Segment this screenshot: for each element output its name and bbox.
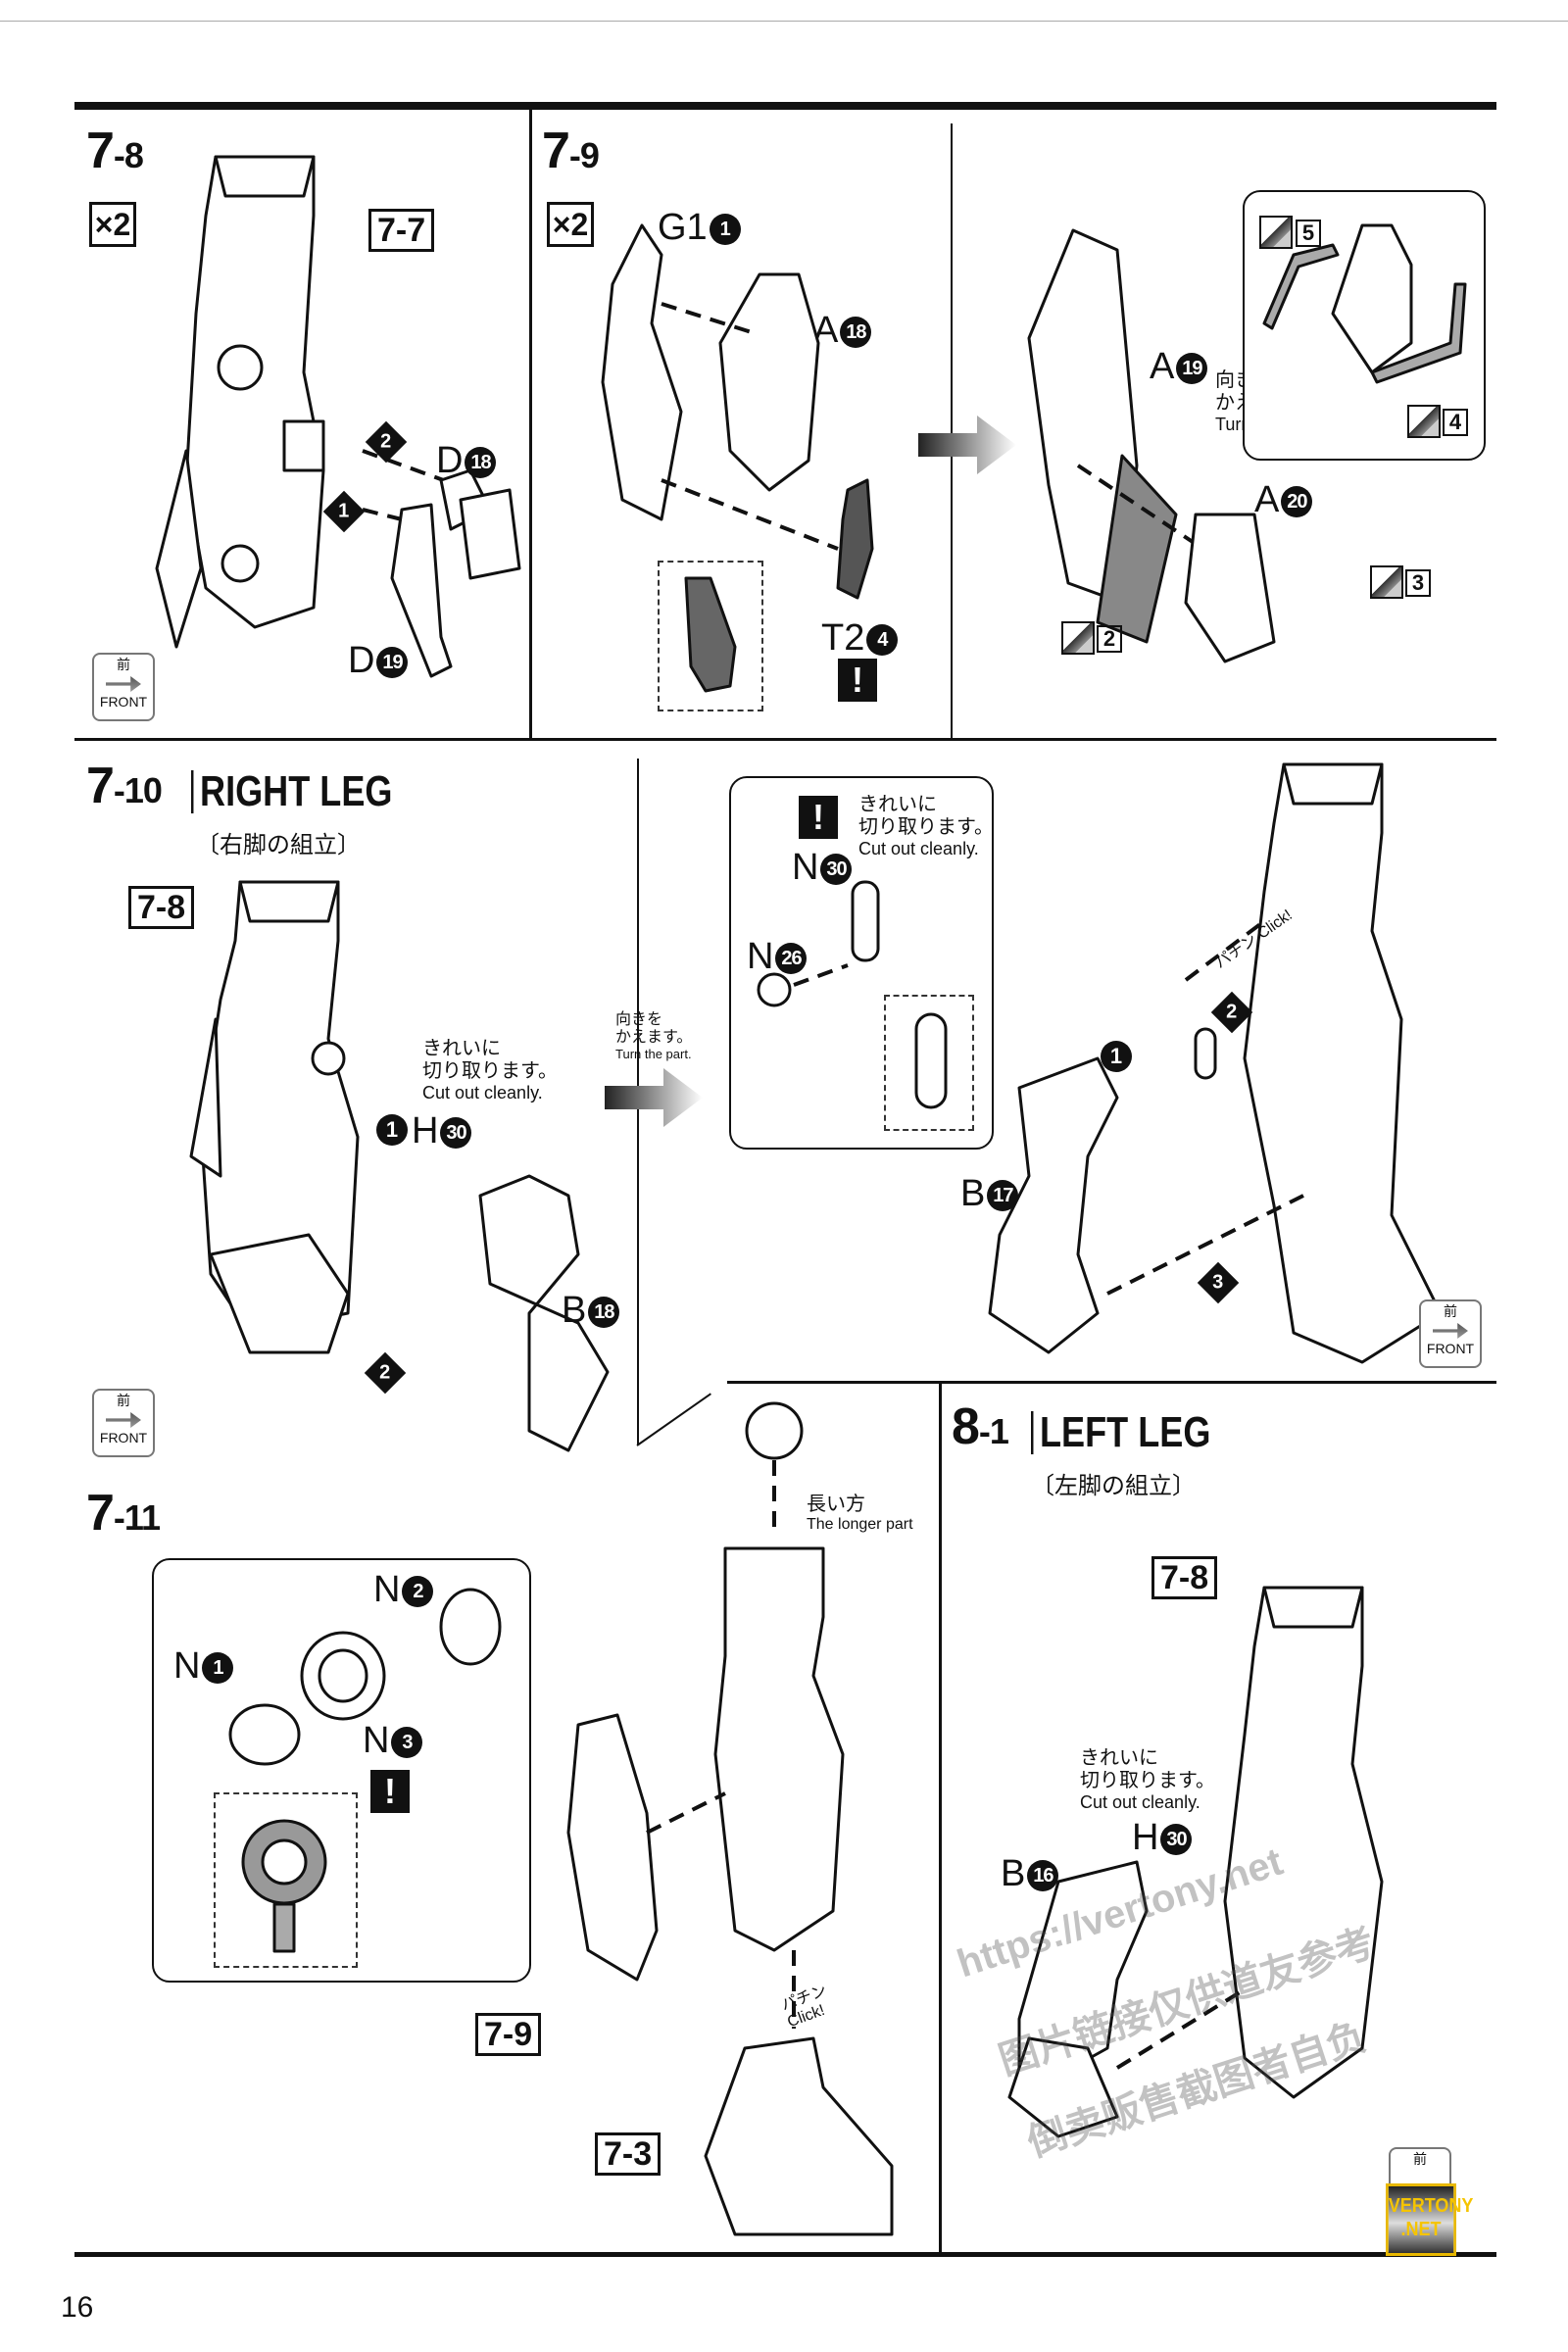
ref-box-7-7: 7-7 — [368, 209, 435, 252]
armor-parts-drawing — [601, 223, 874, 600]
divider — [74, 738, 1496, 741]
step-7-10-title: 7-10 — [86, 758, 163, 814]
detail-box — [658, 561, 763, 711]
right-leg-subtitle: 〔右脚の組立〕 — [196, 832, 361, 858]
detail-box — [214, 1792, 358, 1968]
divider — [939, 1382, 942, 2255]
sticker-icon — [1061, 621, 1095, 655]
left-leg-title: LEFT LEG — [1031, 1411, 1210, 1454]
next-step-arrow-icon — [918, 416, 1016, 474]
sticker-3: 3 — [1405, 569, 1431, 597]
leg-full-assembly-drawing — [566, 1401, 894, 2236]
leg-assembly-drawing — [155, 155, 325, 649]
header-bar — [74, 102, 1496, 110]
right-leg-drawing — [189, 880, 360, 1354]
warning-icon: ! — [370, 1770, 410, 1813]
order-2: 2 — [365, 420, 408, 464]
right-leg-title: RIGHT LEG — [191, 770, 392, 813]
vertony-logo: VERTONY.NET — [1386, 2183, 1473, 2256]
step-7-9-title: 7-9 — [542, 122, 600, 179]
hinge-detail-inset — [729, 776, 994, 1150]
sticker-icon — [1370, 565, 1403, 599]
divider — [951, 123, 953, 739]
top-rule — [0, 21, 1568, 22]
front-arrow-icon — [106, 1412, 141, 1428]
page-number: 16 — [61, 2291, 94, 2324]
t2-detail-drawing — [684, 576, 737, 693]
sticker-icon — [1407, 405, 1441, 438]
cut-note: きれいに切り取ります。Cut out cleanly. — [422, 1038, 558, 1102]
ref-box-7-8: 7-8 — [128, 886, 195, 929]
parts-d-drawing — [362, 449, 521, 678]
turn-note: 向きをかえます。Turn the part. — [615, 1011, 693, 1061]
sticker-placement-drawing — [1262, 223, 1467, 384]
left-leg-drawing — [1007, 1586, 1384, 2138]
armor-assembly-drawing — [1027, 228, 1276, 663]
left-leg-subtitle: 〔左脚の組立〕 — [1031, 1473, 1196, 1499]
front-arrow-icon — [1433, 1323, 1468, 1339]
sticker-icon — [1259, 216, 1293, 249]
hinge-detail-drawing — [914, 1012, 948, 1109]
warning-icon: ! — [799, 796, 838, 839]
footer-bar — [74, 2252, 1496, 2257]
part-b18-drawing — [478, 1174, 610, 1452]
step-7-8-title: 7-8 — [86, 122, 144, 179]
right-leg-assembly-drawing — [988, 762, 1443, 1364]
detail-box — [884, 995, 974, 1131]
next-step-arrow-icon — [605, 1068, 703, 1127]
front-indicator: 前 — [1389, 2147, 1451, 2216]
divider — [727, 1381, 1496, 1384]
order-1: 1 — [1101, 1041, 1132, 1072]
ref-box-7-3: 7-3 — [595, 2132, 662, 2176]
ref-box-7-8: 7-8 — [1152, 1556, 1218, 1599]
order-1: 1 — [376, 1114, 408, 1146]
front-arrow-icon — [106, 676, 141, 692]
warning-icon: ! — [838, 659, 877, 702]
step-7-11-title: 7-11 — [86, 1485, 161, 1542]
sticker-4: 4 — [1443, 409, 1468, 436]
ref-box-7-9: 7-9 — [475, 2013, 542, 2056]
hinge-parts-drawing — [757, 880, 880, 1007]
ring-detail-drawing — [241, 1819, 327, 1953]
quantity-x2: ×2 — [89, 202, 136, 247]
cut-note: きれいに切り取ります。Cut out cleanly. — [1080, 1747, 1215, 1812]
divider — [529, 106, 532, 739]
step-8-1-title: 8-1 — [952, 1398, 1009, 1455]
cut-note: きれいに切り取ります。Cut out cleanly. — [858, 794, 994, 858]
sticker-5: 5 — [1296, 220, 1321, 247]
quantity-x2: ×2 — [547, 202, 594, 247]
sticker-2: 2 — [1097, 625, 1122, 653]
ball-joint-drawing — [228, 1588, 502, 1766]
